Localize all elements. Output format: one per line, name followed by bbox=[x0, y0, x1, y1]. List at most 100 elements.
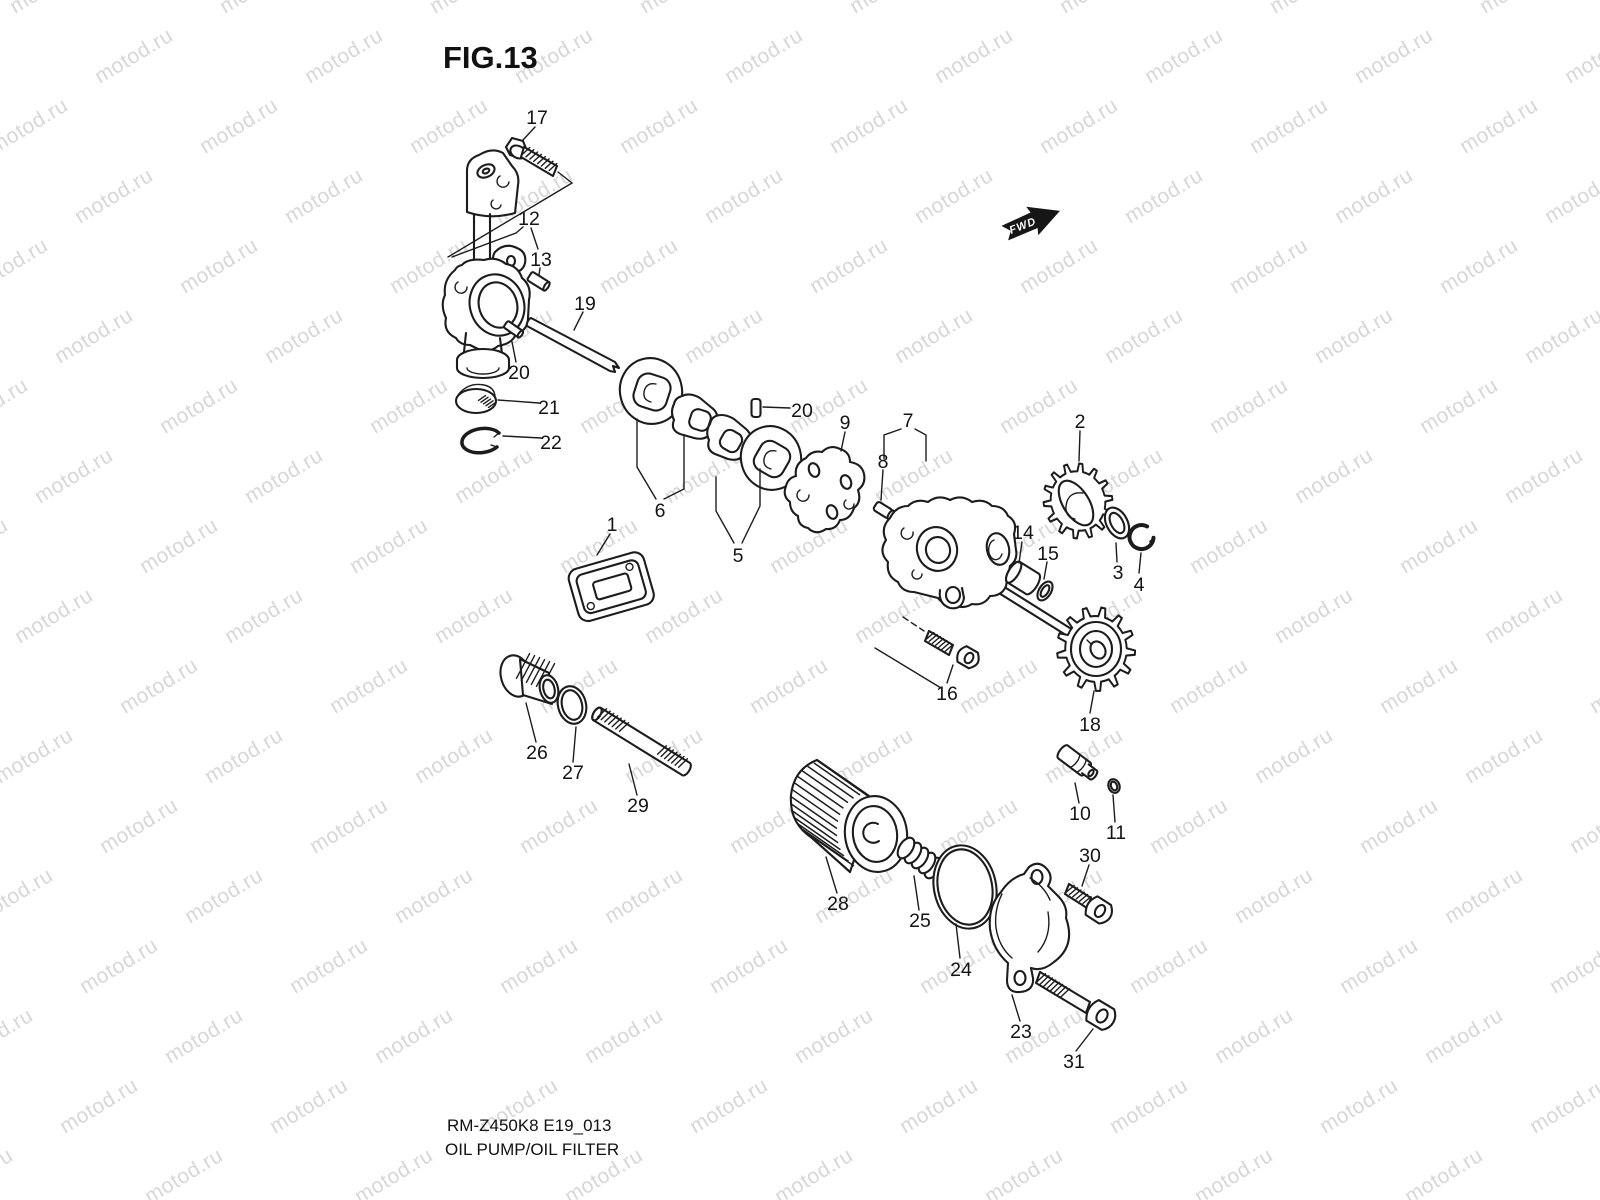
bolt16-axis bbox=[902, 616, 925, 632]
watermark-text: motod.ru bbox=[1121, 164, 1207, 228]
watermark-text: motod.ru bbox=[196, 94, 282, 158]
watermark-text: motod.ru bbox=[176, 234, 262, 298]
callout-3-17: 3 bbox=[1113, 562, 1124, 584]
filter-rib bbox=[791, 810, 839, 844]
watermark-text: motod.ru bbox=[0, 94, 72, 158]
watermark-text: motod.ru bbox=[1291, 444, 1377, 508]
watermark-text: motod.ru bbox=[1476, 0, 1562, 18]
watermark-text: motod.ru bbox=[706, 934, 792, 998]
watermark-text: motod.ru bbox=[451, 444, 537, 508]
watermark-text: motod.ru bbox=[216, 0, 302, 18]
watermark-text: motod.ru bbox=[0, 374, 32, 438]
callout-29-23: 29 bbox=[627, 795, 649, 817]
callout-14-15: 14 bbox=[1012, 522, 1034, 544]
watermark-text: motod.ru bbox=[346, 514, 432, 578]
part-bolt-30 bbox=[1063, 882, 1114, 925]
watermark-text: motod.ru bbox=[616, 94, 702, 158]
callout-27-22: 27 bbox=[562, 762, 584, 784]
callout-7-13: 7 bbox=[903, 410, 914, 432]
part-filter-cover-23 bbox=[988, 862, 1071, 994]
part-cap-21 bbox=[454, 383, 498, 415]
watermark-text: motod.ru bbox=[1251, 724, 1337, 788]
watermark-text: motod.ru bbox=[1421, 1004, 1507, 1068]
watermark-text: motod.ru bbox=[1586, 654, 1600, 718]
watermark-text: motod.ru bbox=[891, 304, 977, 368]
diagram-art: FWD bbox=[441, 136, 1156, 1031]
watermark-text: motod.ru bbox=[681, 304, 767, 368]
part-plug-26 bbox=[499, 652, 560, 706]
part-pin-10 bbox=[1056, 744, 1099, 781]
watermark-text: motod.ru bbox=[161, 1004, 247, 1068]
watermark-text: motod.ru bbox=[1521, 304, 1600, 368]
watermark-text: motod.ru bbox=[136, 514, 222, 578]
watermark-text: motod.ru bbox=[636, 0, 722, 18]
part-gear-2 bbox=[1042, 462, 1114, 540]
part-gear-18 bbox=[1056, 606, 1137, 692]
watermark-text: motod.ru bbox=[1246, 94, 1332, 158]
watermark-text: motod.ru bbox=[826, 94, 912, 158]
watermark-text: motod.ru bbox=[1206, 374, 1292, 438]
watermark-text: motod.ru bbox=[221, 584, 307, 648]
watermark-text: motod.ru bbox=[811, 864, 897, 928]
watermark-text: motod.ru bbox=[281, 164, 367, 228]
part-plate-9 bbox=[783, 446, 866, 534]
watermark-text: motod.ru bbox=[1351, 24, 1437, 88]
callout-9-11: 9 bbox=[840, 412, 851, 434]
bracket-line-12b bbox=[530, 227, 539, 250]
watermark-text: motod.ru bbox=[911, 164, 997, 228]
figure-caption: OIL PUMP/OIL FILTER bbox=[445, 1140, 619, 1159]
watermark-text: motod.ru bbox=[286, 934, 372, 998]
part-oring-11 bbox=[1107, 778, 1121, 794]
watermark-text: motod.ru bbox=[411, 724, 497, 788]
watermark-text: motod.ru bbox=[6, 0, 92, 18]
watermark-text: motod.ru bbox=[721, 24, 807, 88]
watermark-text: motod.ru bbox=[261, 304, 347, 368]
watermark-text: motod.ru bbox=[0, 514, 12, 578]
watermark-text: motod.ru bbox=[1126, 934, 1212, 998]
filter-rib bbox=[793, 816, 841, 851]
watermark-text: motod.ru bbox=[1211, 1004, 1297, 1068]
part-pin-13 bbox=[526, 271, 551, 292]
watermark-text: motod.ru bbox=[516, 794, 602, 858]
part-rotor-set-6 bbox=[618, 357, 752, 461]
filter-rib bbox=[791, 788, 839, 823]
part-plate-1 bbox=[567, 551, 655, 623]
filter-rib bbox=[796, 775, 844, 809]
watermark-text: motod.ru bbox=[1271, 584, 1357, 648]
callout-21-5: 21 bbox=[538, 397, 560, 419]
part-bolt-17 bbox=[504, 136, 559, 178]
watermark-text: motod.ru bbox=[931, 24, 1017, 88]
watermark-text: motod.ru bbox=[1186, 514, 1272, 578]
watermark-text: motod.ru bbox=[391, 864, 477, 928]
filter-rib bbox=[797, 823, 845, 857]
callout-6-7: 6 bbox=[655, 500, 666, 522]
callout-8-12: 8 bbox=[878, 451, 889, 473]
part-bracket-arm-12 bbox=[441, 149, 531, 380]
watermark-text: motod.ru bbox=[266, 1074, 352, 1138]
watermark-text: motod.ru bbox=[1436, 234, 1522, 298]
part-circlip-22 bbox=[460, 426, 501, 455]
callout-20-10: 20 bbox=[791, 400, 813, 422]
fwd-arrow: FWD bbox=[1001, 206, 1060, 241]
part-washer-15 bbox=[1036, 580, 1054, 602]
watermark-text: motod.ru bbox=[91, 24, 177, 88]
watermark-text: motod.ru bbox=[1226, 234, 1312, 298]
part-shaft-19 bbox=[525, 316, 621, 374]
watermark-text: motod.ru bbox=[1461, 724, 1547, 788]
watermark-text: motod.ru bbox=[601, 864, 687, 928]
watermark-text: motod.ru bbox=[1331, 164, 1417, 228]
watermark-text: motod.ru bbox=[1106, 1074, 1192, 1138]
watermark-text: motod.ru bbox=[306, 794, 392, 858]
filter-rib bbox=[807, 765, 855, 799]
bracket-lines-5 bbox=[715, 468, 761, 544]
callout-15-16: 15 bbox=[1037, 543, 1059, 565]
callout-24-29: 24 bbox=[950, 959, 972, 981]
watermark-text: motod.ru bbox=[686, 1074, 772, 1138]
callout-28-26: 28 bbox=[827, 893, 849, 915]
watermark-text: motod.ru bbox=[1546, 934, 1600, 998]
part-circlip-4 bbox=[1127, 523, 1156, 551]
watermark-text: motod.ru bbox=[301, 24, 387, 88]
watermark-text: motod.ru bbox=[0, 864, 57, 928]
callout-20-4: 20 bbox=[508, 362, 530, 384]
